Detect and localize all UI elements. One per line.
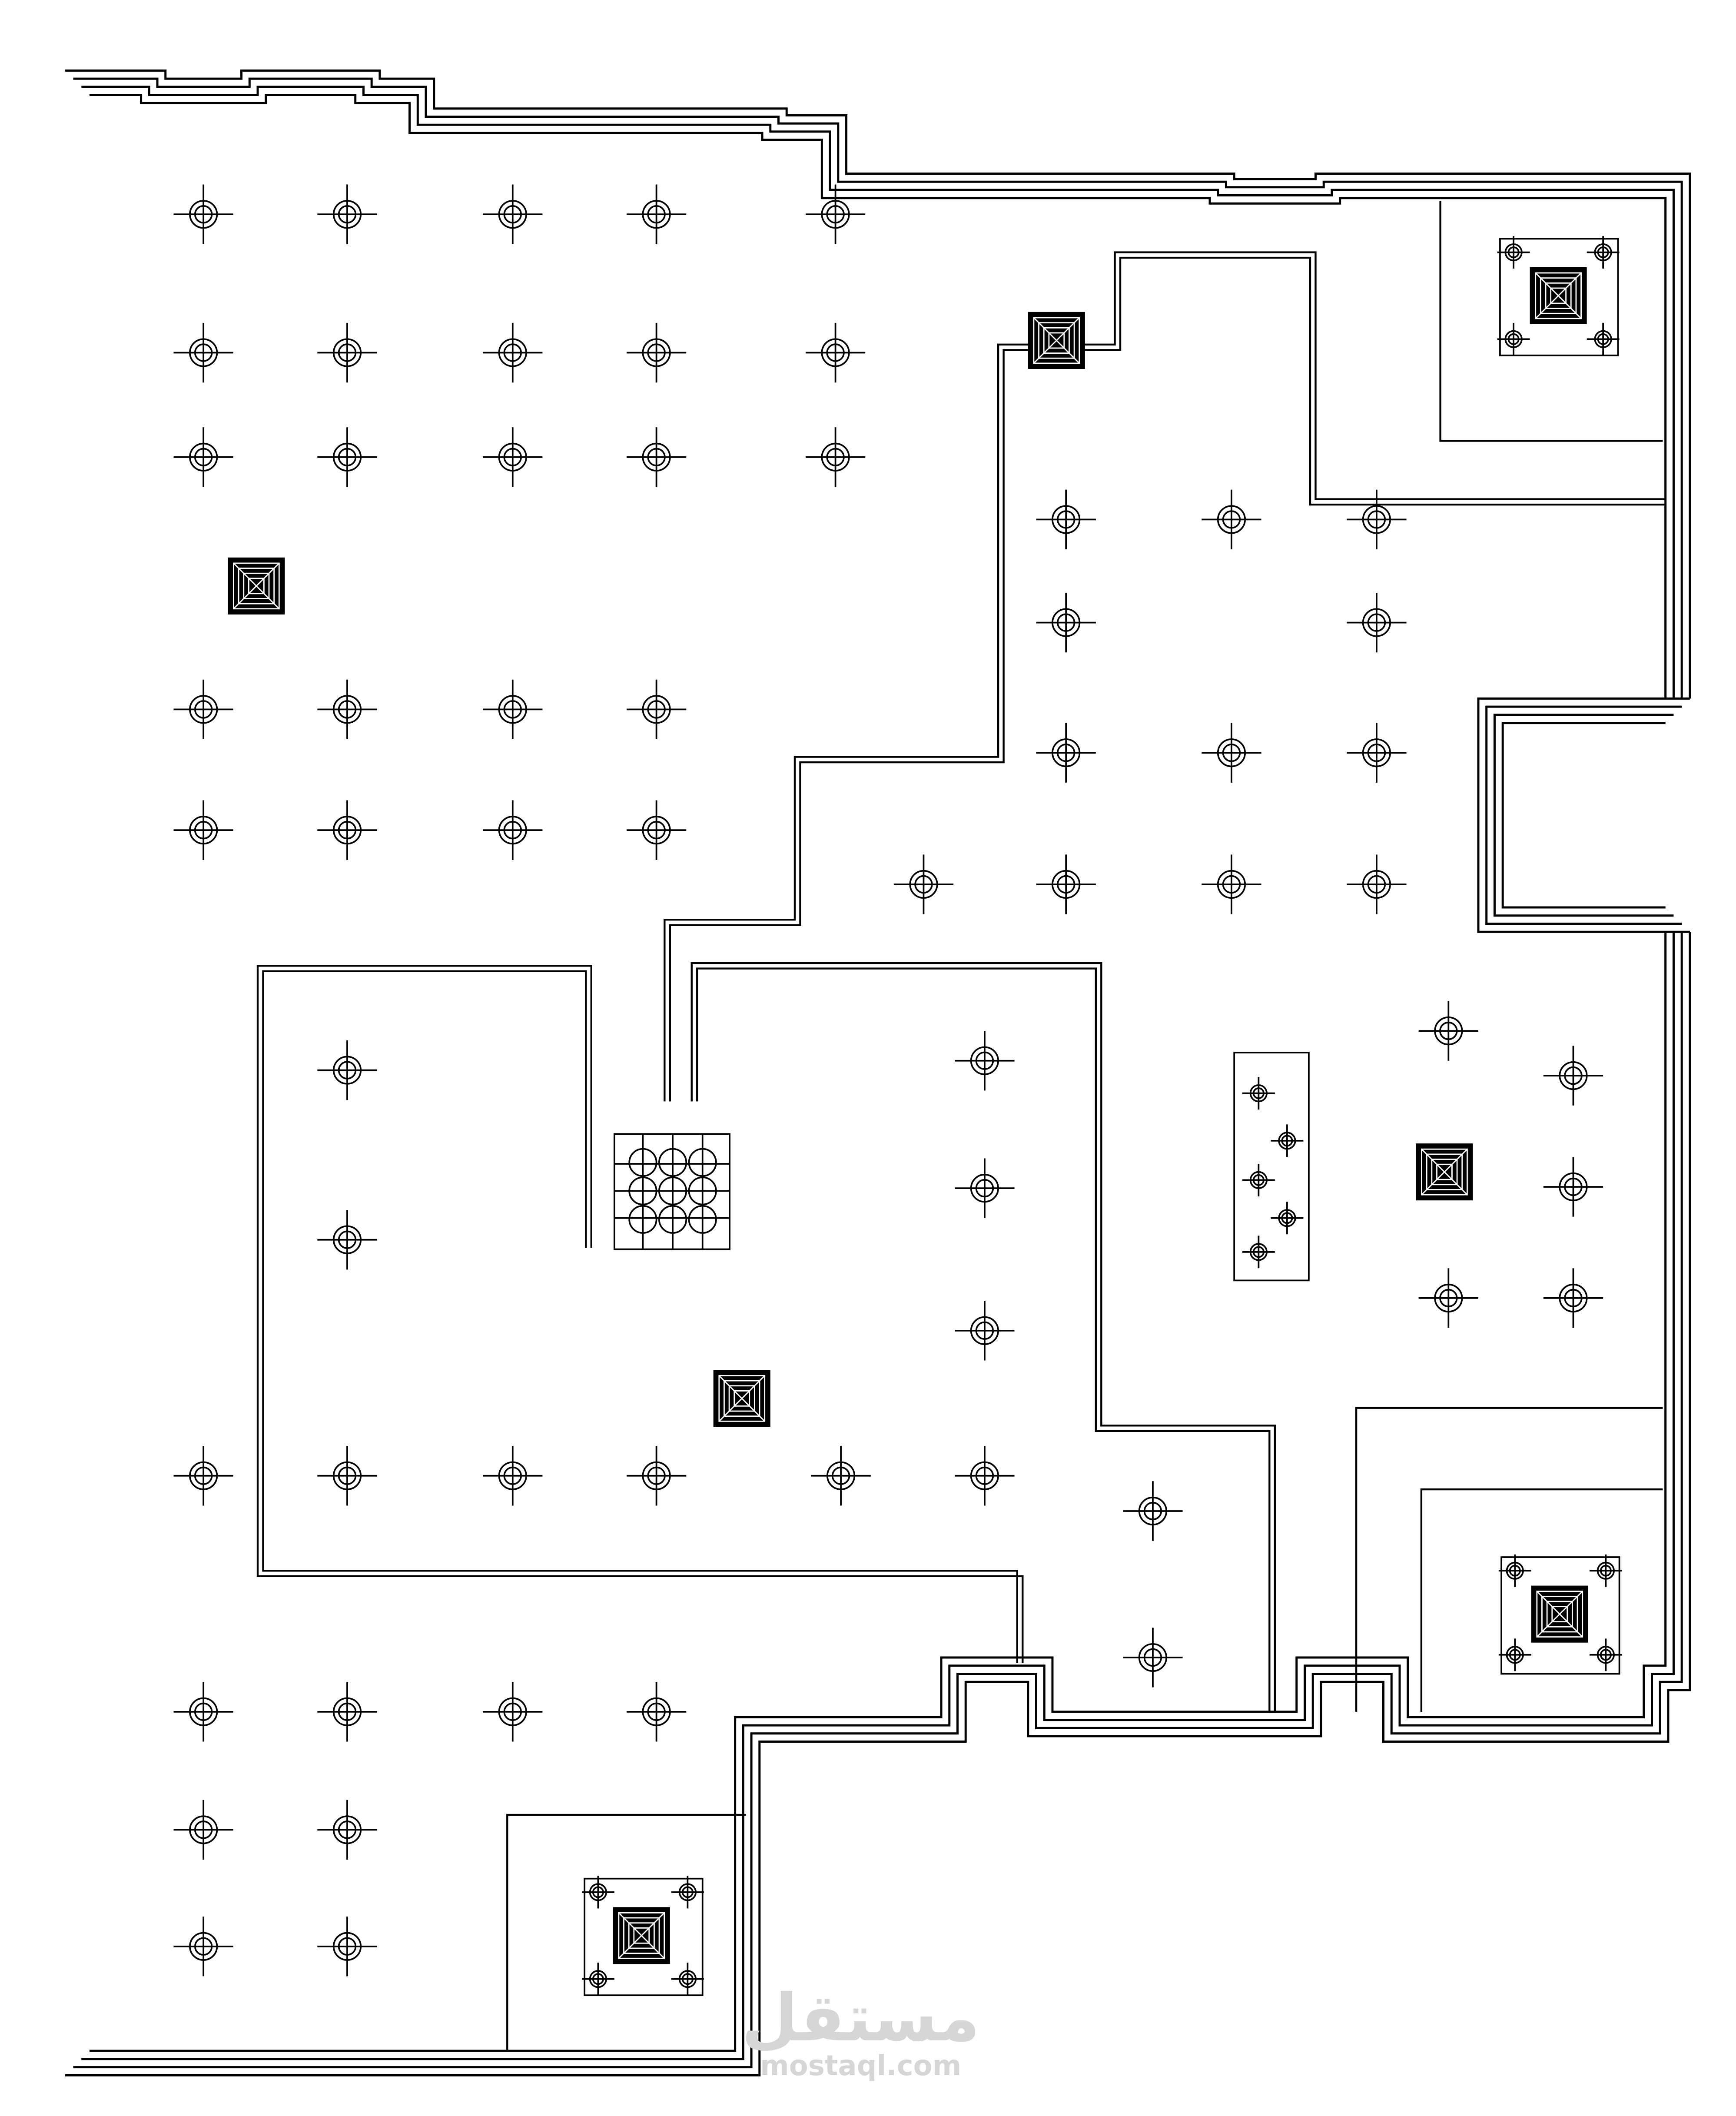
downlight-icon [483,1682,543,1742]
downlight-icon [805,322,866,383]
downlight-icon [173,679,233,740]
downlight-icon [1418,1001,1478,1061]
downlight-icon [317,322,377,383]
downlight-icon [317,1682,377,1742]
downlight-icon [1036,723,1096,783]
downlight-icon [317,184,377,244]
pyramid-light-icon [613,1907,670,1964]
interior-partitions [256,200,1666,2051]
downlight-icon [1202,723,1261,783]
downlight-icon [483,1446,543,1506]
downlight-icon [581,1876,614,1909]
downlight-icon [805,184,866,244]
fixture-panel-icon [1499,238,1619,356]
downlight-icon [1347,592,1407,653]
downlight-icon [1347,489,1407,550]
downlight-icon [626,800,687,860]
pyramid-lights [228,267,1588,1964]
small-downlights [581,236,1622,1996]
downlight-icon [173,1917,233,1976]
pyramid-light-icon [1530,267,1587,324]
downlight-icon [317,679,377,740]
downlight-icon [626,184,687,244]
pyramid-light-icon [228,557,285,615]
downlight-icon [483,184,543,244]
downlight-icon [1589,1638,1622,1671]
downlight-icon [1123,1628,1183,1687]
downlight-icon [671,1963,704,1996]
downlight-icon [1587,322,1620,355]
downlight-icon [1498,1554,1531,1587]
fixture-panel-icon [1233,1052,1310,1282]
downlight-icon [173,322,233,383]
fixture-panel-icon [1500,1556,1620,1675]
downlight-icon [1242,1077,1275,1110]
downlight-icon [1036,854,1096,914]
downlight-icon [317,1446,377,1506]
downlight-icon [1497,322,1530,355]
downlight-icon [1271,1202,1304,1235]
downlight-icon [626,679,687,740]
downlights [173,184,1603,1976]
downlight-icon [317,1210,377,1270]
downlight-icon [173,800,233,860]
downlight-icon [955,1031,1015,1091]
downlight-icon [1271,1124,1304,1157]
downlight-icon [1036,489,1096,550]
pyramid-light-icon [1028,312,1085,369]
downlight-icon [1418,1268,1478,1328]
downlight-icon [805,427,866,487]
downlight-icon [955,1446,1015,1506]
downlight-icon [671,1876,704,1909]
downlight-icon [317,1040,377,1100]
downlight-icon [1347,854,1407,914]
downlight-icon [1036,592,1096,653]
downlight-icon [173,1800,233,1860]
east-notch [1477,697,1696,933]
downlight-icon [1587,236,1620,269]
fixture-panel-icon [584,1877,704,1996]
pyramid-light-icon [1416,1143,1473,1201]
downlight-icon [626,427,687,487]
downlight-icon [955,1301,1015,1361]
downlight-icon [626,1682,687,1742]
downlight-icon [581,1963,614,1996]
downlight-icon [811,1446,871,1506]
downlight-icon [1543,1268,1603,1328]
downlight-icon [173,184,233,244]
downlight-icon [1543,1046,1603,1106]
downlight-icon [483,322,543,383]
downlight-icon [173,1682,233,1742]
downlight-icon [317,1800,377,1860]
downlight-icon [1242,1163,1275,1196]
pyramid-light-icon [1531,1585,1588,1643]
pyramid-light-icon [713,1370,770,1427]
downlight-icon [1589,1554,1622,1587]
downlight-icon [1497,236,1530,269]
downlight-icon [1242,1236,1275,1269]
speaker-grid-icon [613,1133,731,1250]
fixture-panels [584,238,1620,1996]
downlight-icon [483,800,543,860]
downlight-icon [626,322,687,383]
downlight-icon [317,800,377,860]
downlight-icon [1123,1481,1183,1541]
downlight-icon [317,1917,377,1976]
downlight-icon [483,679,543,740]
downlight-icon [173,427,233,487]
downlight-icon [483,427,543,487]
downlight-icon [893,854,954,914]
downlight-icon [1543,1157,1603,1217]
outer-walls [65,69,1691,2076]
downlight-icon [626,1446,687,1506]
downlight-icon [1202,489,1261,550]
downlight-icon [1347,723,1407,783]
downlight-icon [955,1158,1015,1218]
downlight-icon [173,1446,233,1506]
downlight-icon [1498,1638,1531,1671]
downlight-icon [317,427,377,487]
downlight-icon [1202,854,1261,914]
